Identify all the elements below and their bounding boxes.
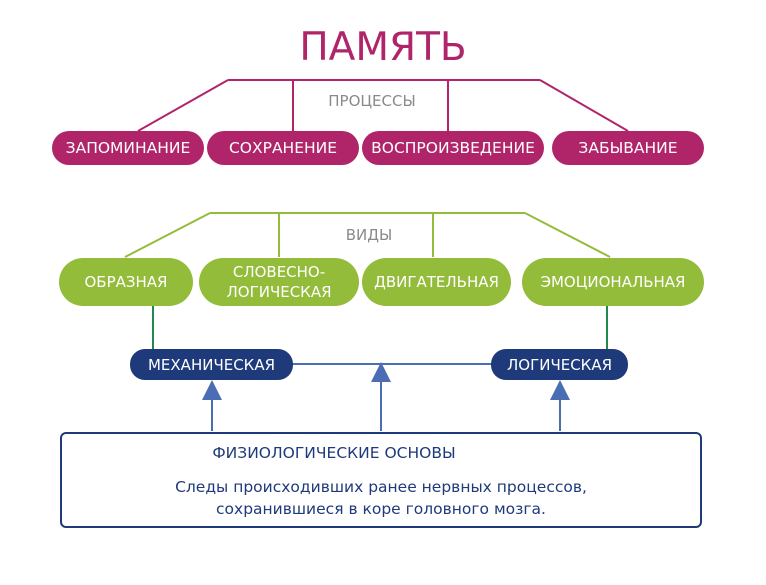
processes-bracket [137,79,629,132]
type-to-kind-lines [152,306,608,349]
type-emotional: ЭМОЦИОНАЛЬНАЯ [522,258,704,306]
types-label: ВИДЫ [330,226,408,244]
process-storage: СОХРАНЕНИЕ [207,131,359,165]
kind-logical: ЛОГИЧЕСКАЯ [491,349,628,380]
type-verbal-logical: СЛОВЕСНО- ЛОГИЧЕСКАЯ [199,258,359,306]
basis-text: Следы происходивших ранее нервных процес… [175,478,587,518]
processes-label: ПРОЦЕССЫ [318,92,426,110]
types-bracket [124,212,611,258]
process-reproduction: ВОСПРОИЗВЕДЕНИЕ [362,131,544,165]
basis-title: ФИЗИОЛОГИЧЕСКИЕ ОСНОВЫ [212,444,456,462]
diagram-title: ПАМЯТЬ [299,25,467,70]
type-imagery: ОБРАЗНАЯ [59,258,193,306]
basis-arrows [202,362,570,431]
type-motor: ДВИГАТЕЛЬНАЯ [362,258,511,306]
physiological-basis-box: ФИЗИОЛОГИЧЕСКИЕ ОСНОВЫ Следы происходивш… [60,432,702,528]
process-memorization: ЗАПОМИНАНИЕ [52,131,204,165]
kind-mechanical: МЕХАНИЧЕСКАЯ [130,349,293,380]
process-forgetting: ЗАБЫВАНИЕ [552,131,704,165]
